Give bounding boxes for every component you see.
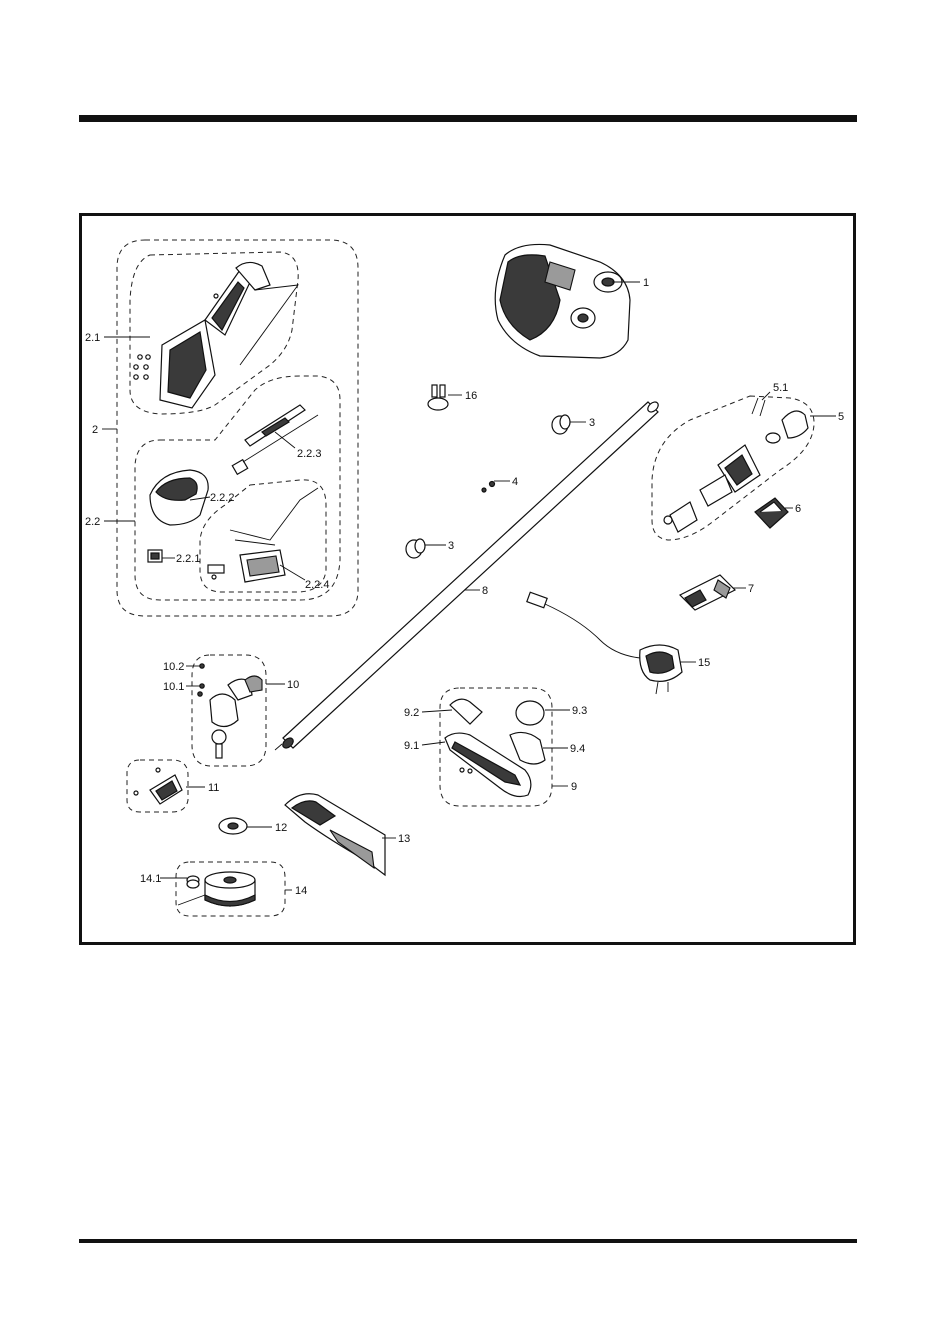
callout-5-1: 5.1 [773, 382, 788, 394]
cover-part-2-2-2 [150, 470, 208, 525]
bracket-part-11 [134, 768, 182, 804]
callout-2-2-2: 2.2.2 [210, 492, 234, 504]
callout-9: 9 [571, 781, 577, 793]
callout-2-1: 2.1 [85, 332, 100, 344]
grass-guard-part-13 [285, 794, 385, 875]
callout-2-2-1: 2.2.1 [176, 553, 200, 565]
callout-2: 2 [92, 424, 98, 436]
callout-9-2: 9.2 [404, 707, 419, 719]
callout-4: 4 [512, 476, 518, 488]
callout-9-1: 9.1 [404, 740, 419, 752]
cable-part-2-2-3 [232, 405, 318, 474]
callout-5: 5 [838, 411, 844, 423]
switch-part-2-2-1 [148, 550, 162, 562]
connector-part-7 [680, 575, 735, 610]
screw-part-4 [482, 482, 495, 493]
callout-2-2: 2.2 [85, 516, 100, 528]
callout-2-2-4: 2.2.4 [305, 579, 329, 591]
group-2-1-outline [130, 252, 298, 414]
spool-part-14 [178, 872, 255, 906]
shaft-part-8 [275, 400, 660, 750]
guard-assembly-part-9 [445, 699, 545, 796]
callout-1: 1 [643, 277, 649, 289]
bottom-rule [79, 1239, 857, 1243]
callout-15: 15 [698, 657, 710, 669]
washer-part-12 [219, 818, 247, 834]
callout-10-2: 10.2 [163, 661, 184, 673]
callout-3-upper: 3 [589, 417, 595, 429]
callout-8: 8 [482, 585, 488, 597]
handle-assembly-part-2-1 [134, 262, 298, 408]
brush-part-6 [755, 498, 788, 528]
callout-9-3: 9.3 [572, 705, 587, 717]
callout-3-lower: 3 [448, 540, 454, 552]
callout-10-1: 10.1 [163, 681, 184, 693]
engine-part-1 [495, 244, 630, 358]
charger-part-15 [527, 592, 682, 694]
clamp-part-16 [428, 385, 448, 410]
callout-7: 7 [748, 583, 754, 595]
callout-16: 16 [465, 390, 477, 402]
callout-2-2-3: 2.2.3 [297, 448, 321, 460]
gear-head-part-10 [198, 664, 262, 758]
callout-9-4: 9.4 [570, 743, 585, 755]
callout-13: 13 [398, 833, 410, 845]
collar-part-3-upper [552, 415, 570, 434]
callout-11: 11 [208, 782, 219, 794]
callout-6: 6 [795, 503, 801, 515]
callout-14: 14 [295, 885, 307, 897]
callout-10: 10 [287, 679, 299, 691]
collar-part-3-lower [406, 539, 425, 558]
callout-12: 12 [275, 822, 287, 834]
callout-14-1: 14.1 [140, 873, 161, 885]
